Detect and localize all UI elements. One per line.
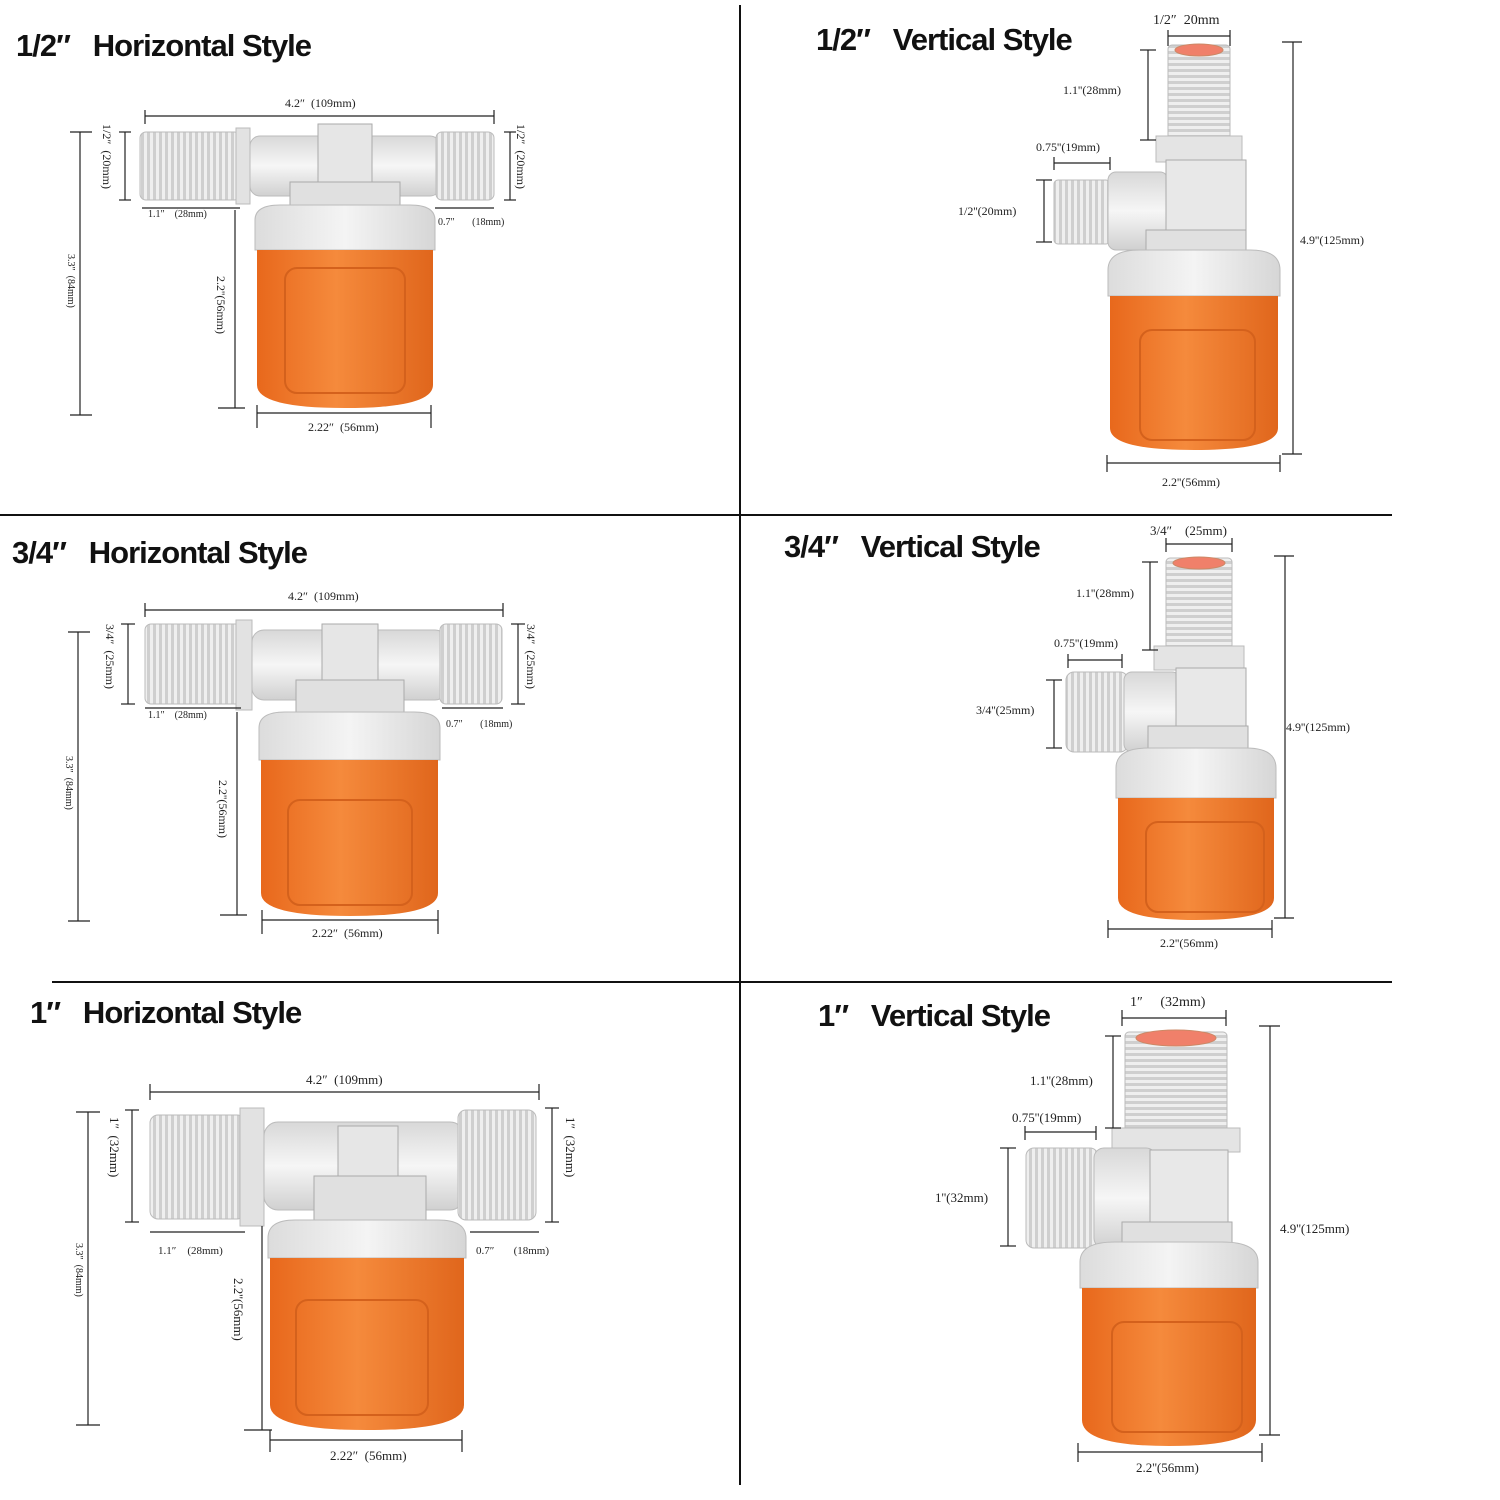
- h34-right-thread-label: 0.7″ (18mm): [446, 719, 513, 730]
- h12-length-label: 4.2″ (109mm): [285, 96, 356, 110]
- v34-float-width-label: 2.2''(56mm): [1160, 936, 1218, 950]
- v34-side-thread-label: 0.75''(19mm): [1054, 636, 1118, 650]
- title-vertical-half: 1/2″ Vertical Style: [816, 22, 1073, 57]
- dimension-lines: [68, 30, 1302, 1462]
- h12-right-thread-label: 0.7″ (18mm): [438, 217, 505, 228]
- v1-float-width-label: 2.2''(56mm): [1136, 1460, 1199, 1475]
- h12-float-width-label: 2.22″ (56mm): [308, 420, 379, 434]
- h1-right-size-label: 1″ (32mm): [563, 1117, 578, 1178]
- v34-top-thread-label: 1.1''(28mm): [1076, 586, 1134, 600]
- h12-float-height-label: 2.2''(56mm): [214, 276, 228, 334]
- v12-side-size-label: 1/2''(20mm): [958, 204, 1017, 218]
- valve-vertical-one: [1025, 1029, 1259, 1446]
- v1-side-size-label: 1''(32mm): [935, 1190, 989, 1205]
- v1-top-thread-label: 1.1''(28mm): [1030, 1073, 1093, 1088]
- v12-height-label: 4.9''(125mm): [1300, 233, 1364, 247]
- v12-top-thread-label: 1.1''(28mm): [1063, 83, 1121, 97]
- h34-float-height-label: 2.2''(56mm): [216, 780, 230, 838]
- h12-height-label: 3.3″ (84mm): [65, 254, 76, 308]
- h1-left-size-label: 1″ (32mm): [107, 1117, 122, 1178]
- h34-right-size-label: 3/4″ (25mm): [524, 624, 538, 689]
- h12-left-thread-label: 1.1″ (28mm): [148, 209, 207, 220]
- title-vertical-one: 1″ Vertical Style: [818, 998, 1051, 1033]
- h34-left-size-label: 3/4″ (25mm): [103, 624, 117, 689]
- title-horizontal-three-quarter: 3/4″ Horizontal Style: [12, 535, 308, 570]
- h12-right-size-label: 1/2″ (20mm): [514, 124, 528, 189]
- h1-float-height-label: 2.2''(56mm): [231, 1278, 246, 1341]
- row-divider-2: [52, 981, 1392, 983]
- v1-side-thread-label: 0.75''(19mm): [1012, 1110, 1082, 1125]
- v1-top-size-label: 1″ (32mm): [1130, 995, 1206, 1010]
- valve-horizontal-half: [139, 123, 495, 408]
- h1-right-thread-label: 0.7″ (18mm): [476, 1245, 550, 1257]
- title-horizontal-half: 1/2″ Horizontal Style: [16, 28, 312, 63]
- valve-horizontal-one: [149, 1107, 537, 1430]
- valve-horizontal-three-quarter: [144, 619, 503, 916]
- h12-left-size-label: 1/2″ (20mm): [100, 124, 114, 189]
- v34-height-label: 4.9''(125mm): [1286, 720, 1350, 734]
- valve-vertical-half: [1053, 43, 1281, 450]
- h34-float-width-label: 2.22″ (56mm): [312, 926, 383, 940]
- v12-float-width-label: 2.2''(56mm): [1162, 475, 1220, 489]
- valve-vertical-three-quarter: [1065, 556, 1277, 920]
- h34-height-label: 3.3″ (84mm): [63, 756, 74, 810]
- h1-float-width-label: 2.22″ (56mm): [330, 1448, 407, 1463]
- v1-height-label: 4.9''(125mm): [1280, 1221, 1350, 1236]
- v12-side-thread-label: 0.75''(19mm): [1036, 140, 1100, 154]
- title-vertical-three-quarter: 3/4″ Vertical Style: [784, 529, 1041, 564]
- h1-length-label: 4.2″ (109mm): [306, 1072, 383, 1087]
- h34-length-label: 4.2″ (109mm): [288, 589, 359, 603]
- h1-left-thread-label: 1.1″ (28mm): [158, 1245, 223, 1257]
- v34-side-size-label: 3/4''(25mm): [976, 703, 1035, 717]
- v12-top-size-label: 1/2″ 20mm: [1153, 13, 1220, 28]
- vertical-divider: [739, 5, 741, 1485]
- h1-height-label: 3.3″ (84mm): [73, 1243, 84, 1297]
- row-divider-1: [0, 514, 1392, 516]
- h34-left-thread-label: 1.1″ (28mm): [148, 710, 207, 721]
- title-horizontal-one: 1″ Horizontal Style: [30, 995, 302, 1030]
- v34-top-size-label: 3/4″ (25mm): [1150, 523, 1227, 538]
